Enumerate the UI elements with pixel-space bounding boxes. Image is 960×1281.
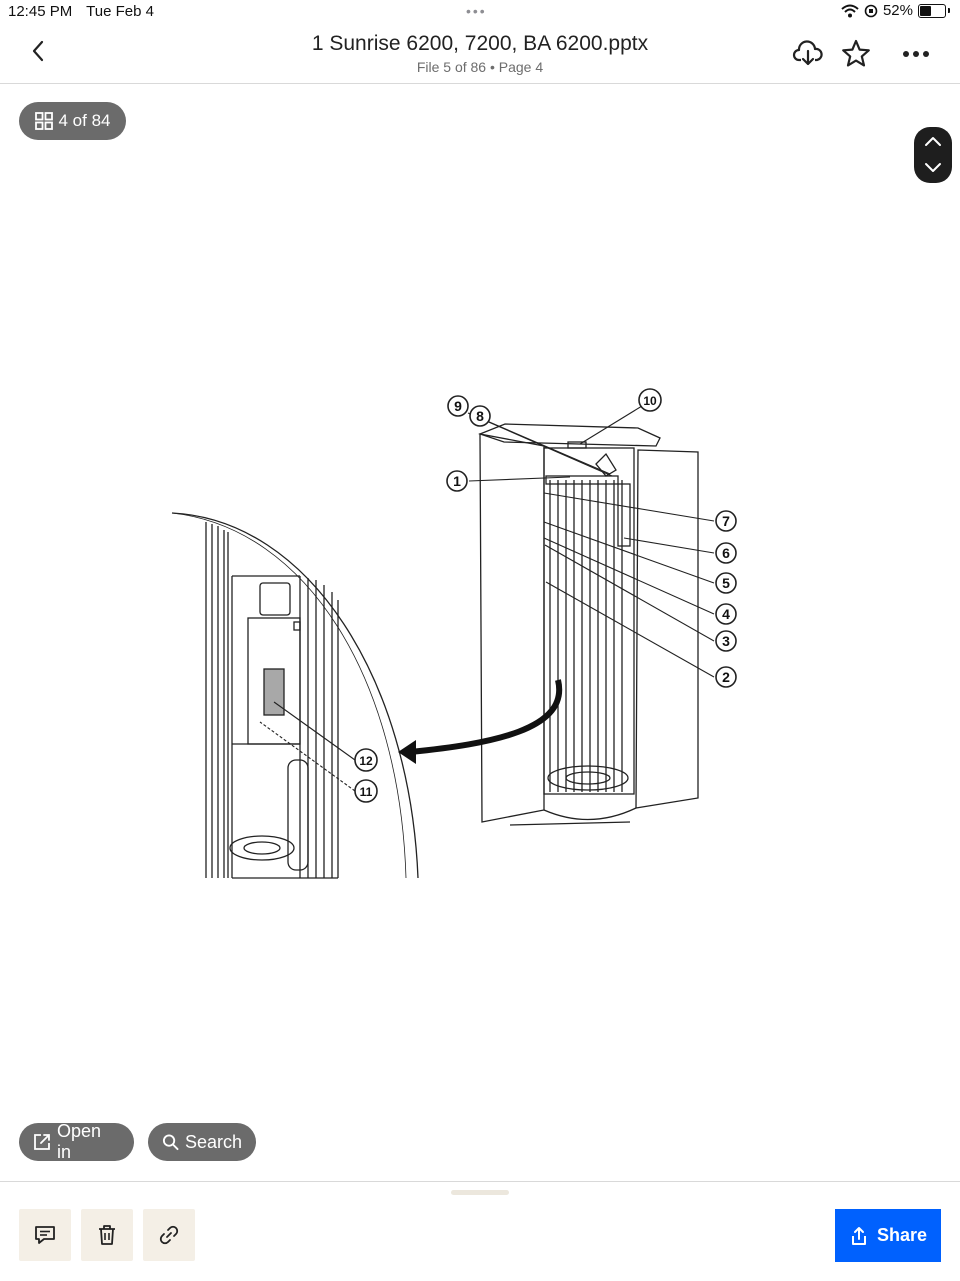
battery-percent: 52% [882,2,913,19]
chevron-up-icon[interactable] [923,133,943,149]
callout-12: 12 [354,748,378,772]
bottom-toolbar: Share [0,1181,960,1281]
link-icon [159,1225,179,1245]
cloud-download-icon[interactable] [792,38,824,70]
callout-3: 3 [715,630,737,652]
page-navigator [914,127,952,183]
external-link-icon [34,1134,50,1150]
callout-label: 1 [453,473,461,489]
callout-label: 7 [722,513,730,529]
callout-7: 7 [715,510,737,532]
search-icon [162,1134,179,1151]
callout-4: 4 [715,603,737,625]
callout-2: 2 [715,666,737,688]
comment-button[interactable] [19,1209,71,1261]
callout-label: 8 [476,408,484,424]
search-button[interactable]: Search [148,1123,256,1161]
title-block: 1 Sunrise 6200, 7200, BA 6200.pptx File … [200,32,760,75]
callout-6: 6 [715,542,737,564]
callout-5: 5 [715,572,737,594]
wifi-icon [841,4,859,17]
trash-icon [99,1225,115,1245]
callout-label: 11 [360,785,373,799]
document-subtitle: File 5 of 86 • Page 4 [416,59,544,75]
callout-label: 9 [454,398,462,414]
callout-label: 10 [643,394,657,408]
callout-label: 4 [722,606,730,622]
copy-link-button[interactable] [143,1209,195,1261]
open-in-button[interactable]: Open in [19,1121,134,1162]
share-icon [851,1226,866,1245]
share-button[interactable]: Share [835,1209,941,1262]
more-icon[interactable] [900,38,932,70]
callout-8: 8 [469,405,491,427]
nav-bar: 1 Sunrise 6200, 7200, BA 6200.pptx File … [0,26,960,84]
star-icon[interactable] [840,38,872,70]
search-label: Search [184,1131,242,1152]
callout-label: 6 [722,545,730,561]
back-icon[interactable] [26,36,52,66]
document-title: 1 Sunrise 6200, 7200, BA 6200.pptx [311,32,649,55]
chevron-down-icon[interactable] [923,160,943,176]
grid-icon [34,112,53,130]
share-label: Share [876,1225,928,1245]
callout-label: 12 [359,754,373,768]
callout-label: 2 [722,669,730,685]
callout-9: 9 [447,395,469,417]
multitask-dots[interactable]: ••• [466,3,487,19]
status-time: 12:45 PM [8,3,73,20]
comment-icon [35,1226,55,1244]
callout-label: 5 [722,575,730,591]
page-count-label: 4 of 84 [58,111,111,130]
page-count-badge[interactable]: 4 of 84 [19,102,126,140]
delete-button[interactable] [81,1209,133,1261]
battery-icon [918,3,946,18]
orientation-lock-icon [864,4,878,17]
callout-label: 3 [722,633,730,649]
status-date: Tue Feb 4 [86,3,154,20]
callout-1: 1 [446,470,468,492]
callout-10: 10 [638,388,662,412]
open-in-label: Open in [56,1121,102,1162]
drag-handle[interactable] [451,1190,509,1195]
callout-11: 11 [354,779,378,803]
status-bar: 12:45 PM Tue Feb 4 ••• 52% [0,0,960,24]
